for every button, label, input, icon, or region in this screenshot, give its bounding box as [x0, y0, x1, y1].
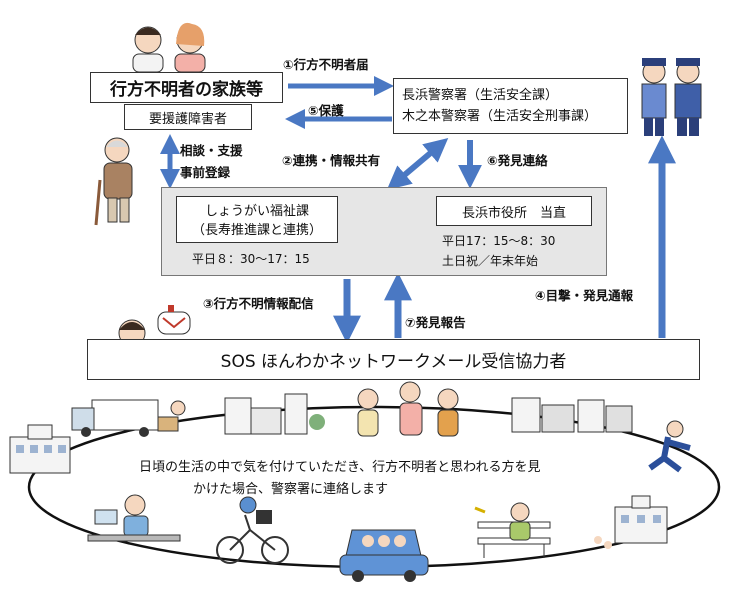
sos-network-box: SOS ほんわかネットワークメール受信協力者	[87, 339, 700, 380]
desk-worker-illustration	[87, 494, 181, 542]
school-building-illustration	[9, 424, 71, 474]
family-car-illustration	[339, 529, 429, 582]
step3-label: ③行方不明情報配信	[203, 296, 314, 311]
family-couple-illustration	[132, 22, 206, 73]
welfare-hours: 平日８：30～17：15	[192, 252, 310, 266]
step1-label: ①行方不明者届	[283, 57, 369, 72]
welfare-division-box: しょうがい福祉課 （長寿推進課と連携）	[176, 196, 338, 243]
consult-label-2: 事前登録	[180, 165, 231, 180]
sos-network-label: SOS ほんわかネットワークメール受信協力者	[220, 352, 567, 372]
arrow-coordination	[386, 138, 449, 190]
police-officers-illustration	[641, 58, 702, 136]
elderly-person-illustration	[94, 137, 133, 226]
step7-label: ⑦発見報告	[405, 315, 466, 330]
town-buildings-illustration	[511, 397, 633, 433]
community-text-line2: かけた場合、警察署に連絡します	[193, 482, 389, 497]
welfare-division-sub: （長寿推進課と連携）	[191, 223, 322, 238]
cyclist-illustration	[216, 496, 289, 564]
bench-reader-illustration	[474, 502, 551, 558]
cityhall-weekday-hours: 平日17：15～8：30	[442, 234, 556, 248]
step6-label: ⑥発見連絡	[487, 153, 548, 168]
police-label-nagahama: 長浜警察署（生活安全課）	[402, 88, 559, 103]
consult-label-1: 相談・支援	[180, 143, 243, 158]
step2-label: ②連携・情報共有	[282, 153, 381, 168]
delivery-truck-illustration	[71, 399, 186, 437]
chatting-people-illustration	[357, 381, 459, 437]
family-box: 行方不明者の家族等	[90, 72, 283, 103]
family-label: 行方不明者の家族等	[110, 80, 263, 100]
community-text-line1: 日頃の生活の中で気を付けていただき、行方不明者と思われる方を見	[139, 460, 541, 475]
cityhall-label: 長浜市役所 当直	[461, 205, 566, 221]
step5-label: ⑤保護	[308, 103, 344, 118]
police-label-kinomoto: 木之本警察署（生活安全刑事課）	[402, 109, 598, 124]
office-buildings-illustration	[224, 393, 325, 435]
right-school-illustration	[594, 495, 668, 549]
welfare-division-label: しょうがい福祉課	[204, 204, 309, 219]
police-box: 長浜警察署（生活安全課） 木之本警察署（生活安全刑事課）	[393, 78, 628, 134]
cityhall-holiday-hours: 土日祝／年末年始	[442, 254, 539, 268]
cityhall-box: 長浜市役所 当直	[436, 196, 592, 226]
runner-illustration	[648, 420, 691, 473]
step4-label: ④目撃・発見通報	[535, 288, 634, 303]
protected-person-box: 要援護障害者	[124, 104, 252, 130]
protected-person-label: 要援護障害者	[148, 111, 227, 127]
